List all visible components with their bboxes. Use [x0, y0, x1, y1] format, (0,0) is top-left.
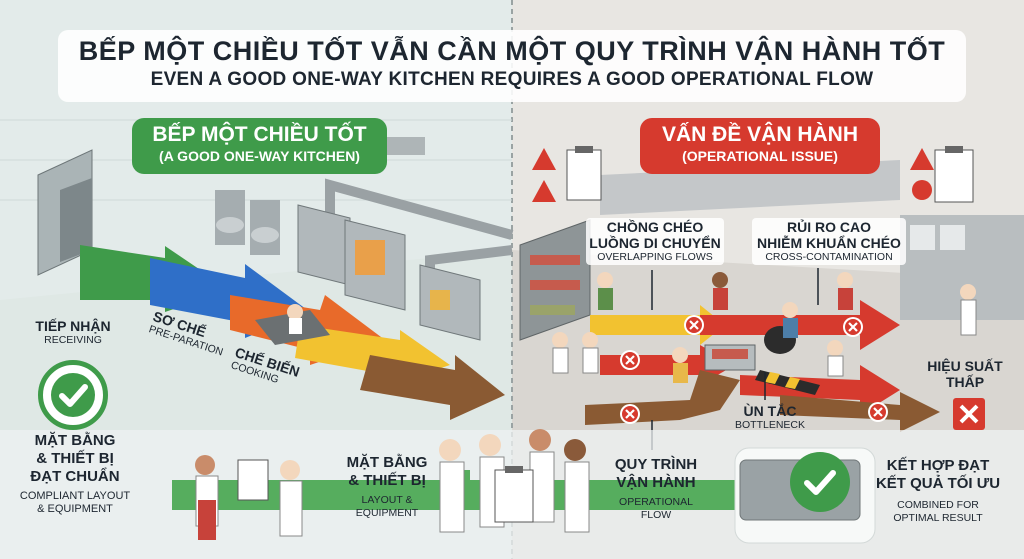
mixer-machines [215, 190, 280, 255]
layout-equipment-label: MẶT BẰNG & THIẾT BỊ LAYOUT & EQUIPMENT [346, 454, 428, 519]
chef-group-bottom [195, 429, 590, 540]
x-markers [620, 315, 888, 424]
combined-flow-arrow [172, 470, 770, 520]
issue-cross-contamination: RỦI RO CAO NHIỄM KHUẨN CHÉO CROSS-CONTAM… [752, 218, 906, 265]
warning-icons [532, 146, 974, 203]
left-panel-header: BẾP MỘT CHIỀU TỐT (A GOOD ONE-WAY KITCHE… [132, 118, 387, 174]
operational-flow-label: QUY TRÌNH VẬN HÀNH OPERATIONAL FLOW [614, 456, 698, 521]
output-arrow [360, 355, 505, 420]
title-english: EVEN A GOOD ONE-WAY KITCHEN REQUIRES A G… [150, 69, 874, 90]
receiving-window [37, 149, 93, 276]
right-header-vietnamese: VẤN ĐỀ VẬN HÀNH [661, 123, 858, 146]
combi-ovens [297, 204, 481, 341]
right-header-english: (OPERATIONAL ISSUE) [682, 148, 838, 164]
low-efficiency-x-icon [953, 398, 985, 430]
title-banner: BẾP MỘT CHIỀU TỐT VẪN CẦN MỘT QUY TRÌNH … [58, 30, 966, 102]
compliant-layout-label: MẶT BẰNG & THIẾT BỊ ĐẠT CHUẨN COMPLIANT … [19, 432, 131, 515]
combined-result-label: KẾT HỢP ĐẠT KẾT QUẢ TỐI ƯU COMBINED FOR … [875, 457, 1001, 524]
right-panel-header: VẤN ĐỀ VẬN HÀNH (OPERATIONAL ISSUE) [640, 118, 880, 174]
compliant-check-icon [38, 360, 108, 430]
title-vietnamese: BẾP MỘT CHIỀU TỐT VẪN CẦN MỘT QUY TRÌNH … [78, 36, 946, 66]
issue-bottleneck: ÙN TẮC BOTTLENECK [735, 403, 806, 431]
stage-receiving: TIẾP NHẬN RECEIVING [35, 318, 111, 346]
issue-low-efficiency: HIỆU SUẤT THẤP [927, 358, 1003, 390]
left-header-vietnamese: BẾP MỘT CHIỀU TỐT [152, 123, 367, 146]
result-check-icon [790, 452, 850, 512]
left-header-english: (A GOOD ONE-WAY KITCHEN) [159, 148, 360, 164]
workers-right [552, 272, 977, 383]
issue-overlapping-flows: CHỒNG CHÉO LUỒNG DI CHUYỂN OVERLAPPING F… [586, 218, 724, 265]
